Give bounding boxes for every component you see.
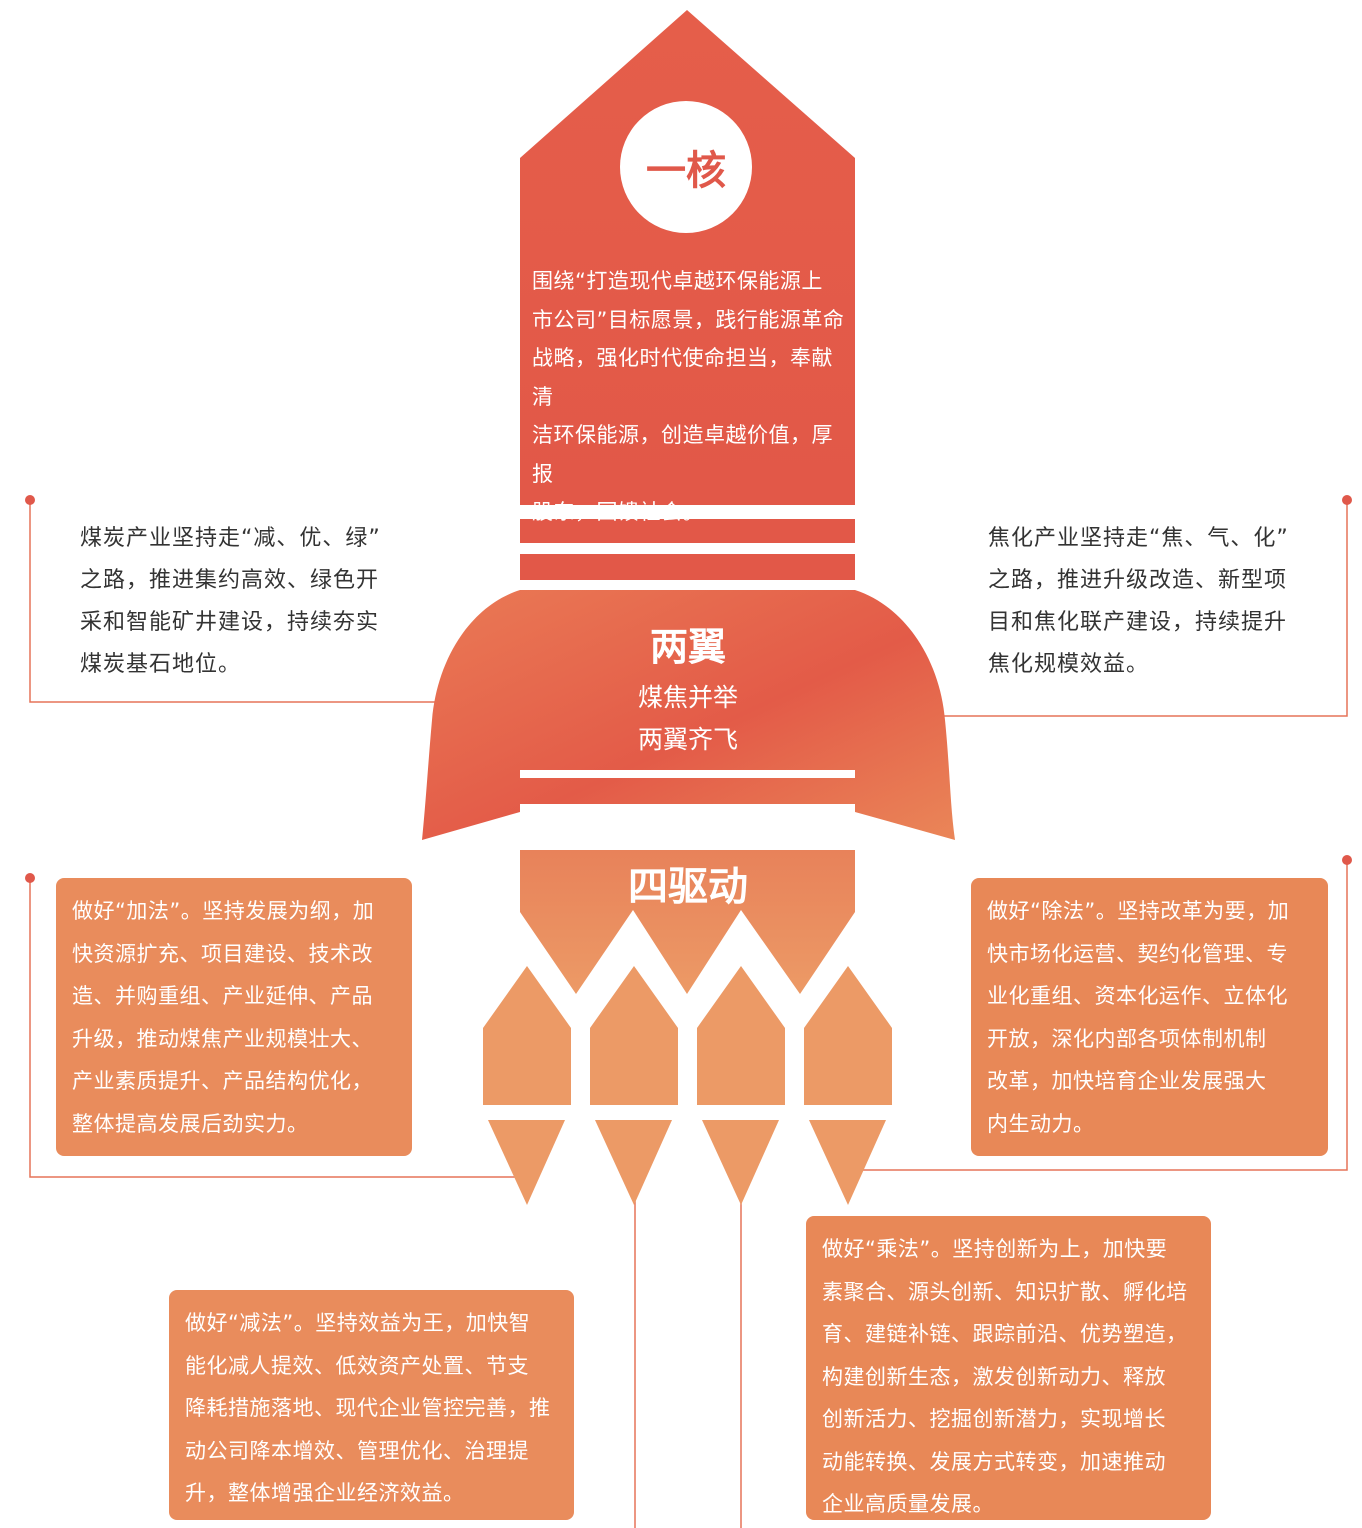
coking-industry-text: 焦化产业坚持走“焦、气、化” 之路，推进升级改造、新型项 目和焦化联产建设，持续… <box>988 526 1289 677</box>
driver-divide-box: 做好“除法”。坚持改革为要，加 快市场化运营、契约化管理、专 业化重组、资本化运… <box>971 878 1328 1156</box>
driver-add-box: 做好“加法”。坚持发展为纲，加 快资源扩充、项目建设、技术改 造、并购重组、产业… <box>56 878 412 1156</box>
wings-subtitle-line-2: 两翼齐飞 <box>637 725 738 754</box>
core-description: 围绕“打造现代卓越环保能源上 市公司”目标愿景，践行能源革命 战略，强化时代使命… <box>532 269 845 524</box>
wings-title: 两翼 <box>649 625 726 669</box>
connector-dots <box>25 495 1352 883</box>
drivers-title: 四驱动 <box>628 864 748 910</box>
driver-subtract-box: 做好“减法”。坚持效益为王，加快智 能化减人提效、低效资产处置、节支 降耗措施落… <box>169 1290 574 1520</box>
wings-subtitle: 煤焦并举 两翼齐飞 <box>560 677 816 761</box>
rocket-engine-body <box>520 850 855 994</box>
rocket-stripe <box>520 554 855 580</box>
driver-multiply-box: 做好“乘法”。坚持创新为上，加快要 素聚合、源头创新、知识扩散、孵化培 育、建链… <box>806 1216 1211 1520</box>
rocket-stripe <box>520 770 855 778</box>
rocket-nose-body <box>520 10 855 505</box>
wings-subtitle-line-1: 煤焦并举 <box>637 683 738 712</box>
rocket-stripe <box>520 519 855 543</box>
coal-industry-text: 煤炭产业坚持走“减、优、绿” 之路，推进集约高效、绿色开 采和智能矿井建设，持续… <box>80 526 381 677</box>
connector-lines <box>29 500 1348 1528</box>
core-title: 一核 <box>620 101 752 233</box>
rocket-flames <box>483 966 892 1205</box>
rocket-stripe <box>520 804 855 813</box>
